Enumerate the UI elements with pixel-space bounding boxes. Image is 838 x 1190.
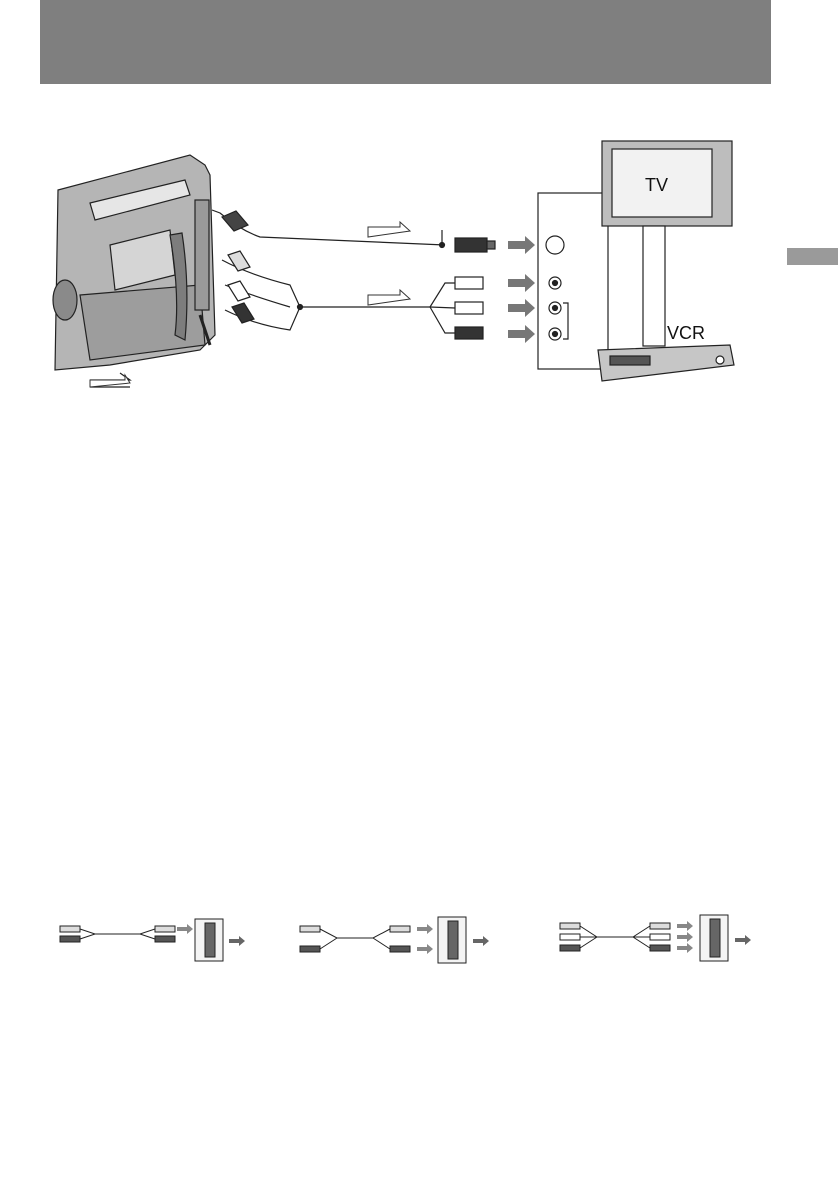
s-video-plug-icon: [212, 210, 495, 252]
tv-icon: [602, 141, 732, 346]
section-tab: [787, 248, 838, 265]
input-panel: [538, 193, 608, 369]
connection-diagram: TV VCR: [50, 135, 750, 395]
cable-figure-3: [555, 905, 755, 975]
signal-arrow-icon: [368, 290, 410, 305]
signal-arrow-icon: [368, 222, 410, 237]
cable-figure-2: [295, 905, 495, 975]
cable-figure-1: [55, 905, 250, 975]
signal-arrow-icon: [90, 375, 130, 387]
header-bar: [40, 0, 771, 84]
camcorder-icon: [53, 155, 215, 387]
tv-label: TV: [645, 175, 668, 195]
vcr-label: VCR: [667, 323, 705, 343]
vcr-icon: [598, 345, 734, 381]
rca-plug-icon: [222, 251, 483, 339]
